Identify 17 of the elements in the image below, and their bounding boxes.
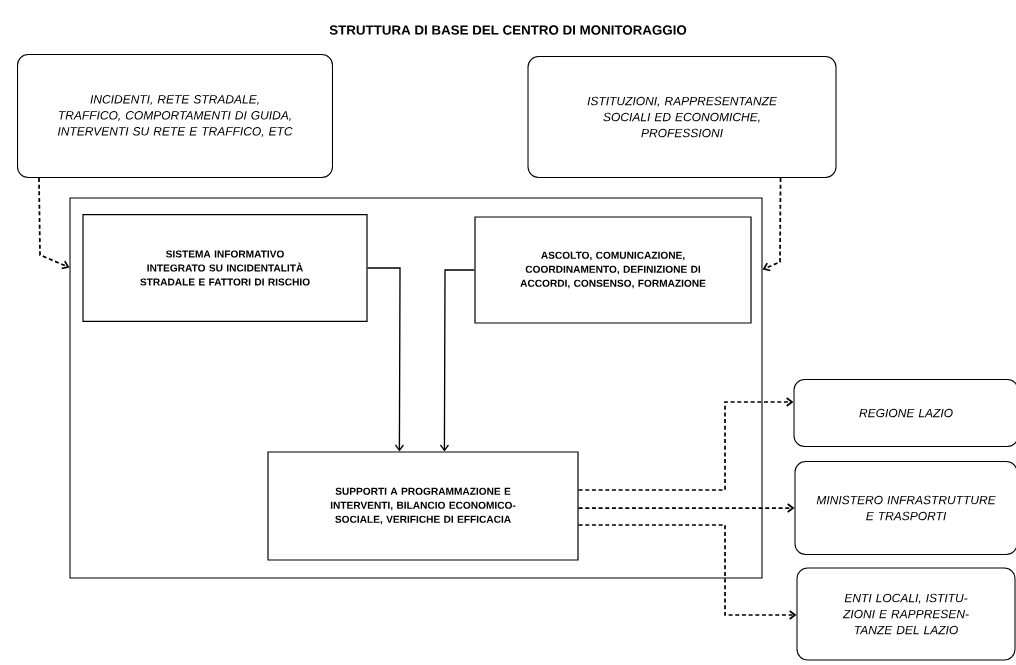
rounded-box: ISTITUZIONI, RAPPRESENTANZE SOCIALI ED ECONOMICHE, PROFESSIONI bbox=[527, 55, 837, 179]
arrow bbox=[38, 177, 70, 270]
rounded-box: REGIONE LAZIO bbox=[793, 379, 1016, 447]
rounded-box: MINISTERO INFRASTRUTTURE E TRASPORTI bbox=[794, 460, 1016, 556]
rounded-box: INCIDENTI, RETE STRADALE, TRAFFICO, COMPORTAMENTI DI GUIDA, INTERVENTI SU RETE E TRAFFICO, ETC bbox=[17, 54, 333, 178]
arrow bbox=[577, 503, 795, 513]
arrow bbox=[439, 269, 476, 452]
process-box: ASCOLTO, COMUNICAZIONE, COORDINAMENTO, DEFINIZIONE DI ACCORDI, CONSENSO, FORMAZIONE bbox=[474, 216, 752, 324]
process-box: SUPPORTI A PROGRAMMAZIONE E INTERVENTI, BILANCIO ECONOMICO-SOCIALE, VERIFICHE DI EFFICACIA bbox=[267, 451, 579, 561]
frame-box bbox=[69, 197, 763, 579]
arrow bbox=[366, 267, 405, 452]
arrow bbox=[577, 524, 797, 620]
title: STRUTTURA DI BASE DEL CENTRO DI MONITORAGGIO bbox=[329, 25, 687, 35]
arrow bbox=[762, 177, 782, 272]
rounded-box: ENTI LOCALI, ISTITU- ZIONI E RAPPRESEN- TANZE DEL LAZIO bbox=[796, 567, 1016, 661]
process-box: SISTEMA INFORMATIVO INTEGRATO SU INCIDENTALITÀ STRADALE E FATTORI DI RISCHIO bbox=[82, 213, 368, 323]
arrow bbox=[577, 397, 794, 491]
